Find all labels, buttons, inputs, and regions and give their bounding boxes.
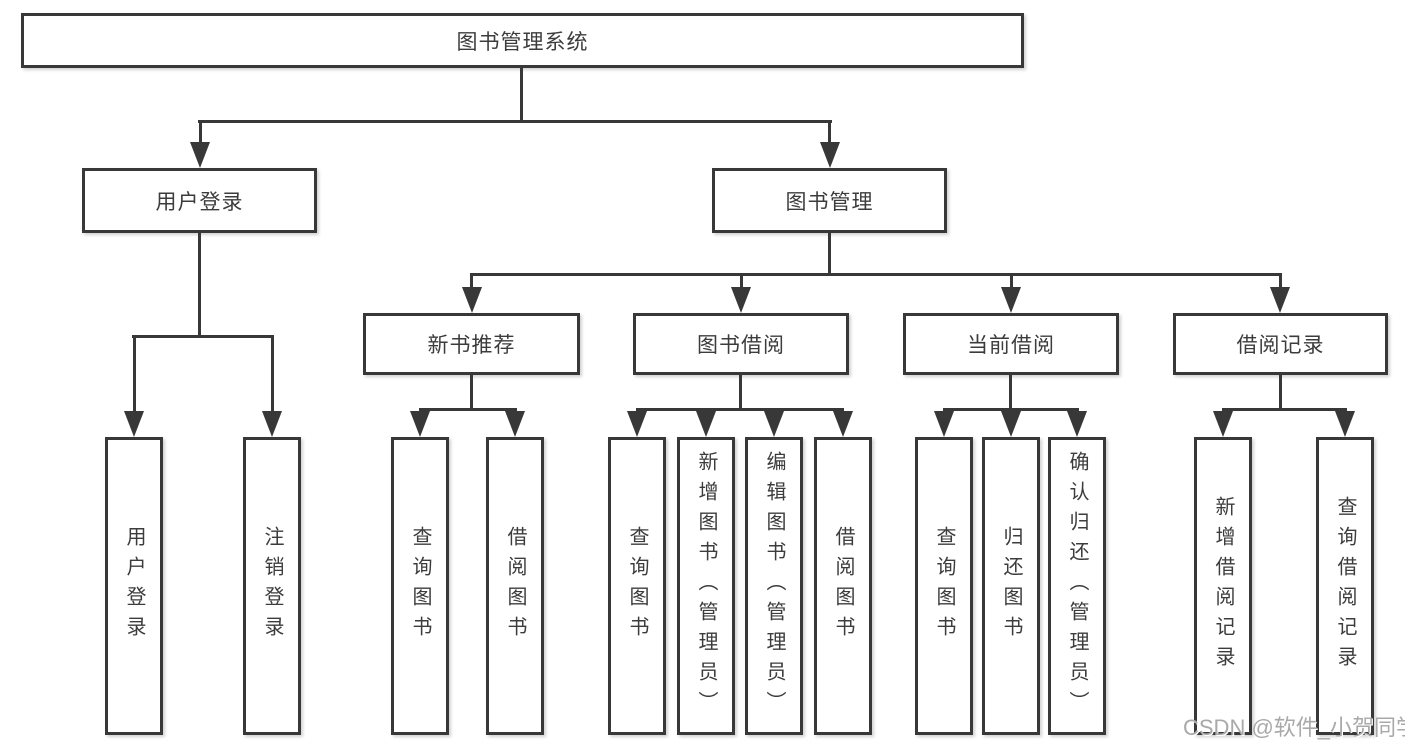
node-leaf-add-borrow-record: 新增借阅记录	[1194, 437, 1252, 735]
node-leaf-user-login: 用户登录	[105, 437, 163, 735]
connector-line	[132, 335, 274, 338]
node-new-book-recommend: 新书推荐	[363, 313, 580, 375]
connector-line	[198, 120, 832, 123]
node-label: 注销登录	[261, 526, 283, 646]
connector-line	[1009, 375, 1012, 408]
arrow-down-icon	[1270, 287, 1290, 313]
node-label: 图书借阅	[697, 334, 785, 357]
arrow-down-icon	[833, 411, 853, 437]
node-label: 图书管理系统	[456, 30, 589, 54]
node-label: 查询图书	[409, 526, 431, 646]
arrow-down-icon	[262, 411, 282, 437]
node-label: 用户登录	[123, 526, 145, 646]
node-leaf-query-borrow-record: 查询借阅记录	[1316, 437, 1374, 735]
csdn-watermark: CSDN @软件_小贺同学	[1183, 715, 1405, 740]
node-leaf-borrow-book-2: 借阅图书	[814, 437, 872, 735]
node-leaf-edit-book-admin: 编辑图书（管理员）	[745, 437, 803, 735]
arrow-down-icon	[696, 411, 716, 437]
connector-line	[943, 408, 1079, 411]
connector-line	[470, 273, 1282, 276]
connector-line	[739, 375, 742, 408]
connector-line	[271, 335, 274, 411]
node-leaf-confirm-return-admin: 确认归还（管理员）	[1048, 437, 1106, 735]
node-book-management: 图书管理	[712, 168, 947, 233]
node-label: 借阅图书	[832, 526, 854, 646]
node-label: 新增借阅记录	[1212, 496, 1234, 676]
node-label: 新增图书（管理员）	[695, 451, 717, 721]
node-label: 图书管理	[785, 190, 874, 214]
node-leaf-add-book-admin: 新增图书（管理员）	[677, 437, 735, 735]
node-leaf-borrow-book-1: 借阅图书	[486, 437, 544, 735]
arrow-down-icon	[627, 411, 647, 437]
node-borrow-records: 借阅记录	[1173, 313, 1388, 375]
node-label: 查询借阅记录	[1334, 496, 1356, 676]
node-leaf-query-book-2: 查询图书	[608, 437, 666, 735]
arrow-down-icon	[764, 411, 784, 437]
connector-line	[740, 273, 743, 287]
node-leaf-query-book-3: 查询图书	[915, 437, 973, 735]
arrow-down-icon	[124, 411, 144, 437]
node-leaf-query-book-1: 查询图书	[391, 437, 449, 735]
node-leaf-return-book: 归还图书	[982, 437, 1040, 735]
connector-line	[828, 233, 831, 273]
arrow-down-icon	[1213, 411, 1233, 437]
connector-line	[419, 408, 517, 411]
node-leaf-logout: 注销登录	[243, 437, 301, 735]
node-label: 借阅图书	[504, 526, 526, 646]
arrow-down-icon	[1001, 287, 1021, 313]
connector-line	[199, 120, 202, 142]
node-label: 借阅记录	[1236, 334, 1325, 357]
node-current-borrow: 当前借阅	[903, 313, 1119, 375]
connector-line	[1279, 273, 1282, 287]
connector-line	[470, 375, 473, 408]
arrow-down-icon	[410, 411, 430, 437]
arrow-down-icon	[1335, 411, 1355, 437]
arrow-down-icon	[190, 142, 210, 168]
node-label: 查询图书	[626, 526, 648, 646]
connector-line	[1279, 375, 1282, 408]
connector-line	[198, 233, 201, 335]
node-label: 查询图书	[933, 526, 955, 646]
node-label: 用户登录	[155, 190, 244, 214]
connector-line	[828, 120, 831, 142]
arrow-down-icon	[462, 287, 482, 313]
connector-line	[636, 408, 844, 411]
node-label: 编辑图书（管理员）	[763, 451, 785, 721]
arrow-down-icon	[934, 411, 954, 437]
arrow-down-icon	[1001, 411, 1021, 437]
connector-line	[520, 68, 523, 120]
node-label: 新书推荐	[427, 334, 516, 357]
node-label: 当前借阅	[967, 334, 1055, 357]
arrow-down-icon	[505, 411, 525, 437]
node-label: 归还图书	[1000, 526, 1022, 646]
connector-line	[133, 335, 136, 411]
connector-line	[1222, 408, 1347, 411]
node-label: 确认归还（管理员）	[1066, 451, 1088, 721]
arrow-down-icon	[731, 287, 751, 313]
arrow-down-icon	[1067, 411, 1087, 437]
arrow-down-icon	[820, 142, 840, 168]
node-user-login: 用户登录	[82, 168, 317, 233]
node-root-system: 图书管理系统	[21, 13, 1024, 68]
connector-line	[470, 273, 473, 287]
connector-line	[1010, 273, 1013, 287]
node-book-borrow: 图书借阅	[633, 313, 849, 375]
